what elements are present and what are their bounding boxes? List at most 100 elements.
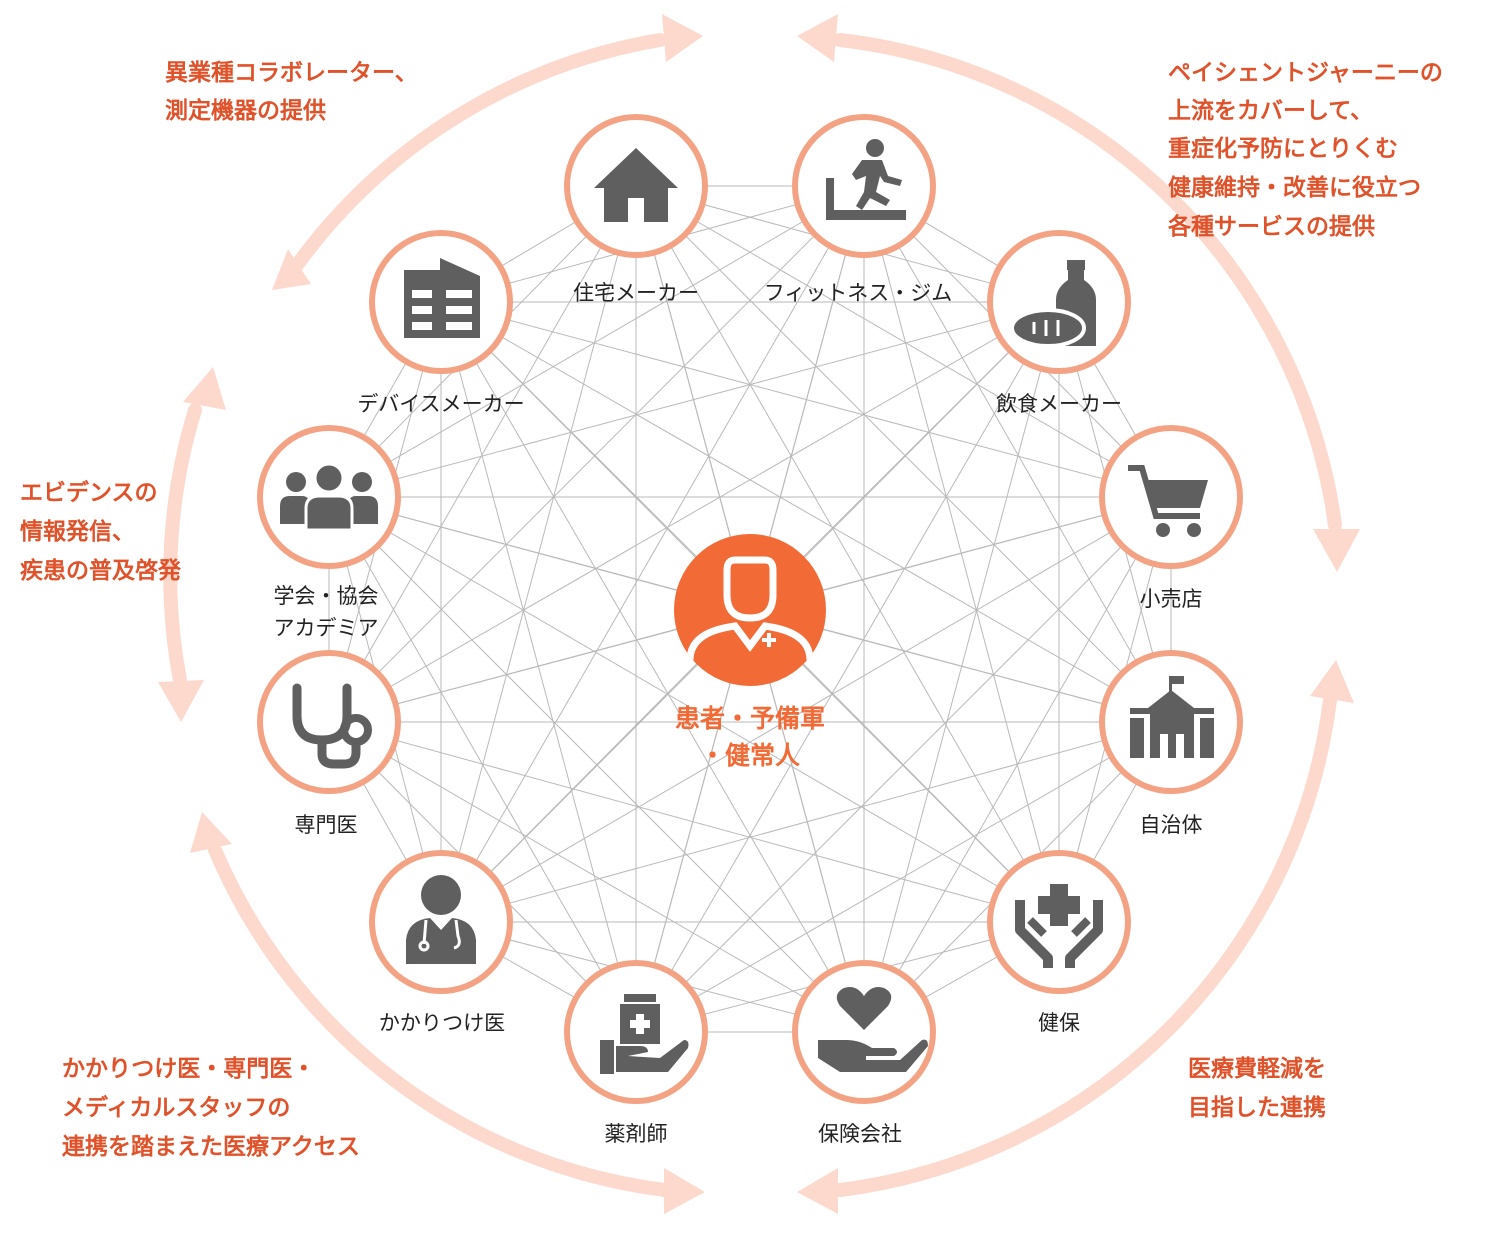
- connection-line: [635, 301, 1060, 1033]
- arc-arrow-bottom-right: [833, 693, 1337, 1197]
- text-line: 疾患の普及啓発: [20, 557, 182, 584]
- text-line: 重症化予防にとりくむ: [1168, 135, 1398, 162]
- hand-heart-icon: [818, 987, 928, 1072]
- connection-line: [440, 185, 637, 923]
- text-left: エビデンスの 情報発信、 疾患の普及啓発: [20, 479, 182, 584]
- node-pharmacist: 薬剤師: [564, 960, 708, 1146]
- bread-bottle-icon: [1010, 260, 1096, 348]
- connection-line: [440, 301, 637, 1033]
- text-line: 連携を踏まえた医療アクセス: [62, 1133, 360, 1160]
- node-insurance-company: 保険会社: [792, 960, 936, 1146]
- arrow-head-icon: [664, 1168, 705, 1214]
- node-label-line2: アカデミア: [274, 616, 379, 640]
- text-line: 健康維持・改善に役立つ: [1168, 174, 1421, 201]
- connection-line: [328, 496, 1060, 923]
- house-icon: [594, 148, 678, 222]
- node-label: 健保: [1038, 1011, 1080, 1035]
- node-family-doctor: かかりつけ医: [369, 850, 513, 1035]
- node-food-maker: 飲食メーカー: [987, 230, 1131, 416]
- connection-line: [328, 301, 1060, 723]
- node-ring: [369, 850, 513, 994]
- connection-line: [440, 496, 1172, 923]
- connection-line: [863, 301, 1060, 1033]
- node-ring: [257, 650, 401, 794]
- node-fitness-gym: フィットネス・ジム: [764, 114, 953, 305]
- connection-line: [328, 185, 865, 498]
- connection-line: [328, 721, 1060, 923]
- node-label: 専門医: [295, 813, 358, 837]
- text-line: 上流をカバーして、: [1168, 97, 1373, 124]
- arc-arrow-bottom-left: [208, 843, 672, 1197]
- arrow-head-icon: [272, 249, 311, 290]
- connection-line: [863, 185, 1172, 723]
- connection-line: [328, 185, 865, 723]
- text-line: エビデンスの: [20, 479, 158, 506]
- arrow-head-icon: [183, 367, 226, 410]
- connection-line: [328, 496, 637, 1033]
- arc-arrow-top-right: [833, 33, 1342, 532]
- text-line: 医療費軽減を: [1188, 1055, 1326, 1082]
- city-hall-icon: [1130, 676, 1214, 758]
- connection-line: [328, 185, 637, 723]
- arrow-head-icon: [662, 14, 703, 62]
- node-municipality: 自治体: [1099, 650, 1243, 837]
- connection-line: [635, 185, 1060, 923]
- node-label: 飲食メーカー: [996, 392, 1122, 416]
- text-top-right: ペイシェントジャーニーの 上流をカバーして、 重症化予防にとりくむ 健康維持・改…: [1167, 60, 1443, 240]
- shopping-cart-icon: [1128, 465, 1208, 537]
- connection-line: [635, 721, 1172, 1033]
- center-patient-node: 患者・予備軍 ・健常人: [674, 534, 826, 770]
- node-academia: 学会・協会 アカデミア: [257, 425, 401, 640]
- arrow-head-icon: [1313, 529, 1360, 572]
- connection-line: [328, 721, 865, 1033]
- node-retail-store: 小売店: [1099, 425, 1243, 611]
- text-line: 測定機器の提供: [165, 97, 326, 124]
- node-ring: [792, 114, 936, 258]
- arrow-head-icon: [158, 680, 204, 722]
- arrow-head-icon: [190, 812, 232, 853]
- node-label: かかりつけ医: [379, 1011, 505, 1035]
- hand-medicine-bottle-icon: [600, 994, 689, 1074]
- arc-arrow-top-left: [283, 33, 667, 282]
- node-label: フィットネス・ジム: [764, 281, 953, 305]
- arrow-head-icon: [797, 1168, 838, 1214]
- node-health-insurance: 健保: [987, 850, 1131, 1035]
- connection-line: [440, 185, 865, 923]
- node-label: デバイスメーカー: [357, 392, 524, 416]
- connection-line: [635, 185, 1172, 498]
- arrow-head-icon: [1310, 660, 1354, 703]
- text-bottom-left: かかりつけ医・専門医・ メディカルスタッフの 連携を踏まえた医療アクセス: [62, 1056, 360, 1160]
- center-label-line2: ・健常人: [700, 741, 800, 770]
- text-top-left: 異業種コラボレーター、 測定機器の提供: [165, 59, 418, 124]
- text-line: 各種サービスの提供: [1167, 213, 1375, 240]
- doctor-icon: [406, 875, 476, 964]
- text-bottom-right: 医療費軽減を 目指した連携: [1188, 1055, 1326, 1121]
- arrow-head-icon: [797, 14, 838, 62]
- arc-arrow-left: [163, 403, 202, 687]
- circular-arrows: [158, 14, 1360, 1214]
- connection-line: [635, 185, 1172, 723]
- node-label-line1: 学会・協会: [274, 584, 379, 608]
- group-people-icon: [280, 462, 378, 532]
- connection-line: [328, 301, 1060, 498]
- center-label-line1: 患者・予備軍: [675, 704, 825, 733]
- connection-line: [440, 301, 865, 1033]
- node-label: 薬剤師: [605, 1122, 668, 1146]
- stethoscope-icon: [292, 683, 372, 769]
- connection-line: [440, 301, 1172, 498]
- text-line: 目指した連携: [1188, 1094, 1326, 1121]
- connection-line: [440, 301, 1172, 723]
- stakeholder-nodes: 住宅メーカー フィットネス・ジム 飲食メーカー: [257, 114, 1243, 1146]
- building-icon: [404, 258, 480, 338]
- node-label: 小売店: [1140, 587, 1203, 611]
- node-label: 自治体: [1140, 813, 1203, 837]
- node-device-maker: デバイスメーカー: [357, 230, 525, 416]
- patient-icon: [686, 556, 814, 686]
- treadmill-runner-icon: [826, 139, 906, 220]
- connection-line: [863, 185, 1060, 923]
- node-label: 保険会社: [818, 1122, 902, 1146]
- node-label: 住宅メーカー: [573, 281, 699, 305]
- connection-line: [440, 721, 1172, 923]
- text-line: 情報発信、: [20, 518, 135, 545]
